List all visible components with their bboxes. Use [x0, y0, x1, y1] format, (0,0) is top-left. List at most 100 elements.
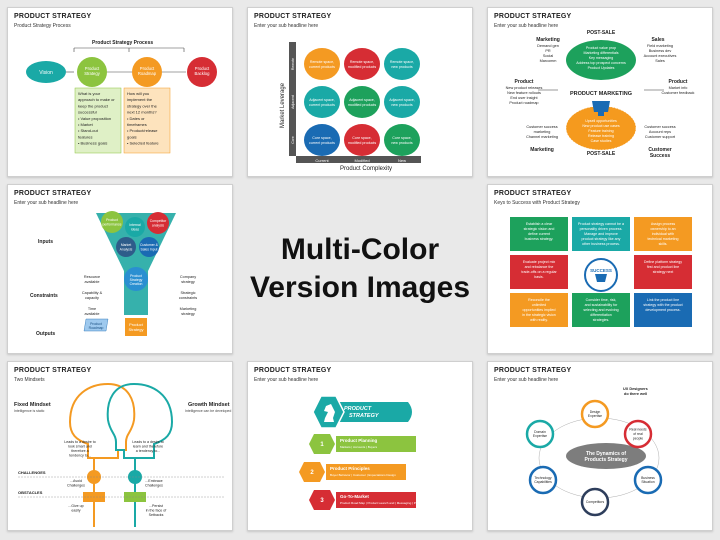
- slide-title: PRODUCT STRATEGY: [254, 13, 332, 20]
- slide-product-strategy-matrix[interactable]: PRODUCT STRATEGY Enter your sub headline…: [247, 7, 473, 177]
- label-text: New: [398, 158, 406, 163]
- label-text: Sales: [655, 59, 665, 63]
- label-text: PR: [545, 49, 551, 53]
- label-text: Case studies: [591, 139, 612, 143]
- bubble-performance: [101, 211, 123, 233]
- label-text: Challenges: [145, 484, 163, 488]
- svg-text:CHALLENGES: CHALLENGES: [18, 470, 46, 475]
- label-text: Sales Input: [141, 248, 158, 252]
- value-prop-ellipse: [566, 40, 636, 80]
- label-text: current products: [309, 141, 335, 145]
- label-text: Product roadmap: [509, 101, 538, 105]
- label-text: Adjacent space,: [309, 98, 335, 102]
- svg-text:Sales: Sales: [651, 37, 664, 43]
- label-text: Remote space,: [310, 60, 334, 64]
- label-text: Product Updates: [588, 66, 615, 70]
- slide-subtitle: Two Mindsets: [14, 377, 45, 383]
- label-text: Modified: [354, 158, 369, 163]
- label-text: ...Embrace: [145, 479, 162, 483]
- label-text: How will you: [127, 91, 149, 96]
- slide-product-marketing[interactable]: PRODUCT STRATEGY Enter your sub headline…: [487, 7, 713, 177]
- svg-text:Inputs: Inputs: [38, 239, 53, 245]
- slide-steps[interactable]: PRODUCT STRATEGY Enter your sub headline…: [247, 361, 473, 531]
- label-text: Customer support: [645, 135, 676, 139]
- label-text: Upsell opportunities: [585, 119, 617, 123]
- label-text: strategic vision and: [524, 227, 555, 231]
- label-text: technical marketing: [648, 237, 679, 241]
- success-box: [634, 217, 692, 251]
- product-marketing-diagram: POST-SALE Marketing Sales PRODUCT MARKET…: [506, 30, 695, 159]
- label-text: Market info: [669, 86, 688, 90]
- matrix-cell: [344, 48, 380, 80]
- label-text: trade-offs on a regular: [521, 270, 557, 274]
- label-text: Social: [543, 54, 553, 58]
- svg-text:Products Strategy: Products Strategy: [584, 457, 627, 463]
- label-line-1: Multi-Color: [280, 233, 440, 266]
- label-text: features: [78, 134, 92, 139]
- note-strategy: [74, 87, 122, 154]
- label-text: Adjacent: [291, 95, 295, 109]
- process-header: Product Strategy Process: [92, 40, 153, 46]
- slide-funnel[interactable]: PRODUCT STRATEGY Enter your sub headline…: [7, 184, 233, 354]
- step-number: 3: [320, 498, 324, 504]
- label-text: Technology: [534, 476, 551, 480]
- label-text: Strategy: [130, 278, 143, 282]
- matrix-cell: [304, 124, 340, 156]
- label-text: Domain: [534, 430, 546, 434]
- label-text: Release training: [588, 134, 614, 138]
- success-box: [510, 293, 568, 327]
- slide-product-strategy-process[interactable]: PRODUCT STRATEGY Product Strategy Proces…: [7, 7, 233, 177]
- slide-two-mindsets[interactable]: PRODUCT STRATEGY Two Mindsets Fixed Mind…: [7, 361, 233, 531]
- label-text: End user insight: [510, 96, 538, 100]
- label-text: Capability &: [82, 291, 103, 295]
- label-text: keep the product: [78, 103, 109, 108]
- dynamics-circle: [528, 465, 558, 495]
- label-text: look smart and: [68, 445, 92, 449]
- label-text: Remote: [291, 58, 295, 70]
- matrix-cell: [344, 124, 380, 156]
- label-text: Link the product line: [647, 298, 679, 302]
- label-text: product strategy like any: [582, 237, 621, 241]
- node-vision-label: Vision: [39, 70, 53, 76]
- slide-title: PRODUCT STRATEGY: [14, 190, 92, 197]
- slide-subtitle: Enter your sub headline here: [254, 23, 319, 29]
- matrix-cell: [304, 48, 340, 80]
- label-text: modified products: [348, 103, 377, 107]
- slide-keys-to-success[interactable]: PRODUCT STRATEGY Keys to Success with Pr…: [487, 184, 713, 354]
- label-text: capacity: [85, 296, 99, 300]
- label-text: Company: [180, 275, 196, 279]
- label-text: new products: [391, 65, 413, 69]
- label-text: Establish a clear: [526, 222, 553, 226]
- slide-dynamics[interactable]: PRODUCT STRATEGY Enter your sub headline…: [487, 361, 713, 531]
- svg-text:Marketing: Marketing: [530, 147, 554, 153]
- dynamics-circle: [580, 487, 610, 517]
- process-diagram: Product Strategy Process Vision Product …: [26, 40, 217, 154]
- label-text: current products: [309, 65, 335, 69]
- slide-title: PRODUCT STRATEGY: [254, 367, 332, 374]
- success-box: [634, 293, 692, 327]
- label-text: Product: [130, 274, 142, 278]
- svg-text:do there well: do there well: [624, 392, 647, 396]
- step-bar: [326, 464, 406, 480]
- label-text: business strategy.: [525, 237, 554, 241]
- svg-text:Strategy: Strategy: [84, 71, 101, 76]
- step-hex: [309, 490, 335, 510]
- label-text: • Business goals: [78, 141, 107, 146]
- mindset-diagram: Fixed Mindset Intelligence is static Gro…: [14, 382, 231, 527]
- label-text: Product: [106, 218, 118, 222]
- label-text: development process.: [645, 308, 680, 312]
- label-text: Account reps: [649, 130, 671, 134]
- label-text: Marketing differentials: [583, 51, 618, 55]
- slide-title: PRODUCT STRATEGY: [494, 190, 572, 197]
- step-hex: [309, 434, 335, 454]
- slide-title: PRODUCT STRATEGY: [494, 367, 572, 374]
- step-hex: [299, 462, 325, 482]
- label-text: Adjacent space,: [349, 98, 375, 102]
- label-text: Competitor: [150, 219, 167, 223]
- matrix-cell: [384, 48, 420, 80]
- label-text: ...Give up: [68, 504, 83, 508]
- label-text: Consider time, risk,: [586, 298, 617, 302]
- label-text: constraints: [179, 296, 197, 300]
- label-text: with reality.: [530, 318, 548, 322]
